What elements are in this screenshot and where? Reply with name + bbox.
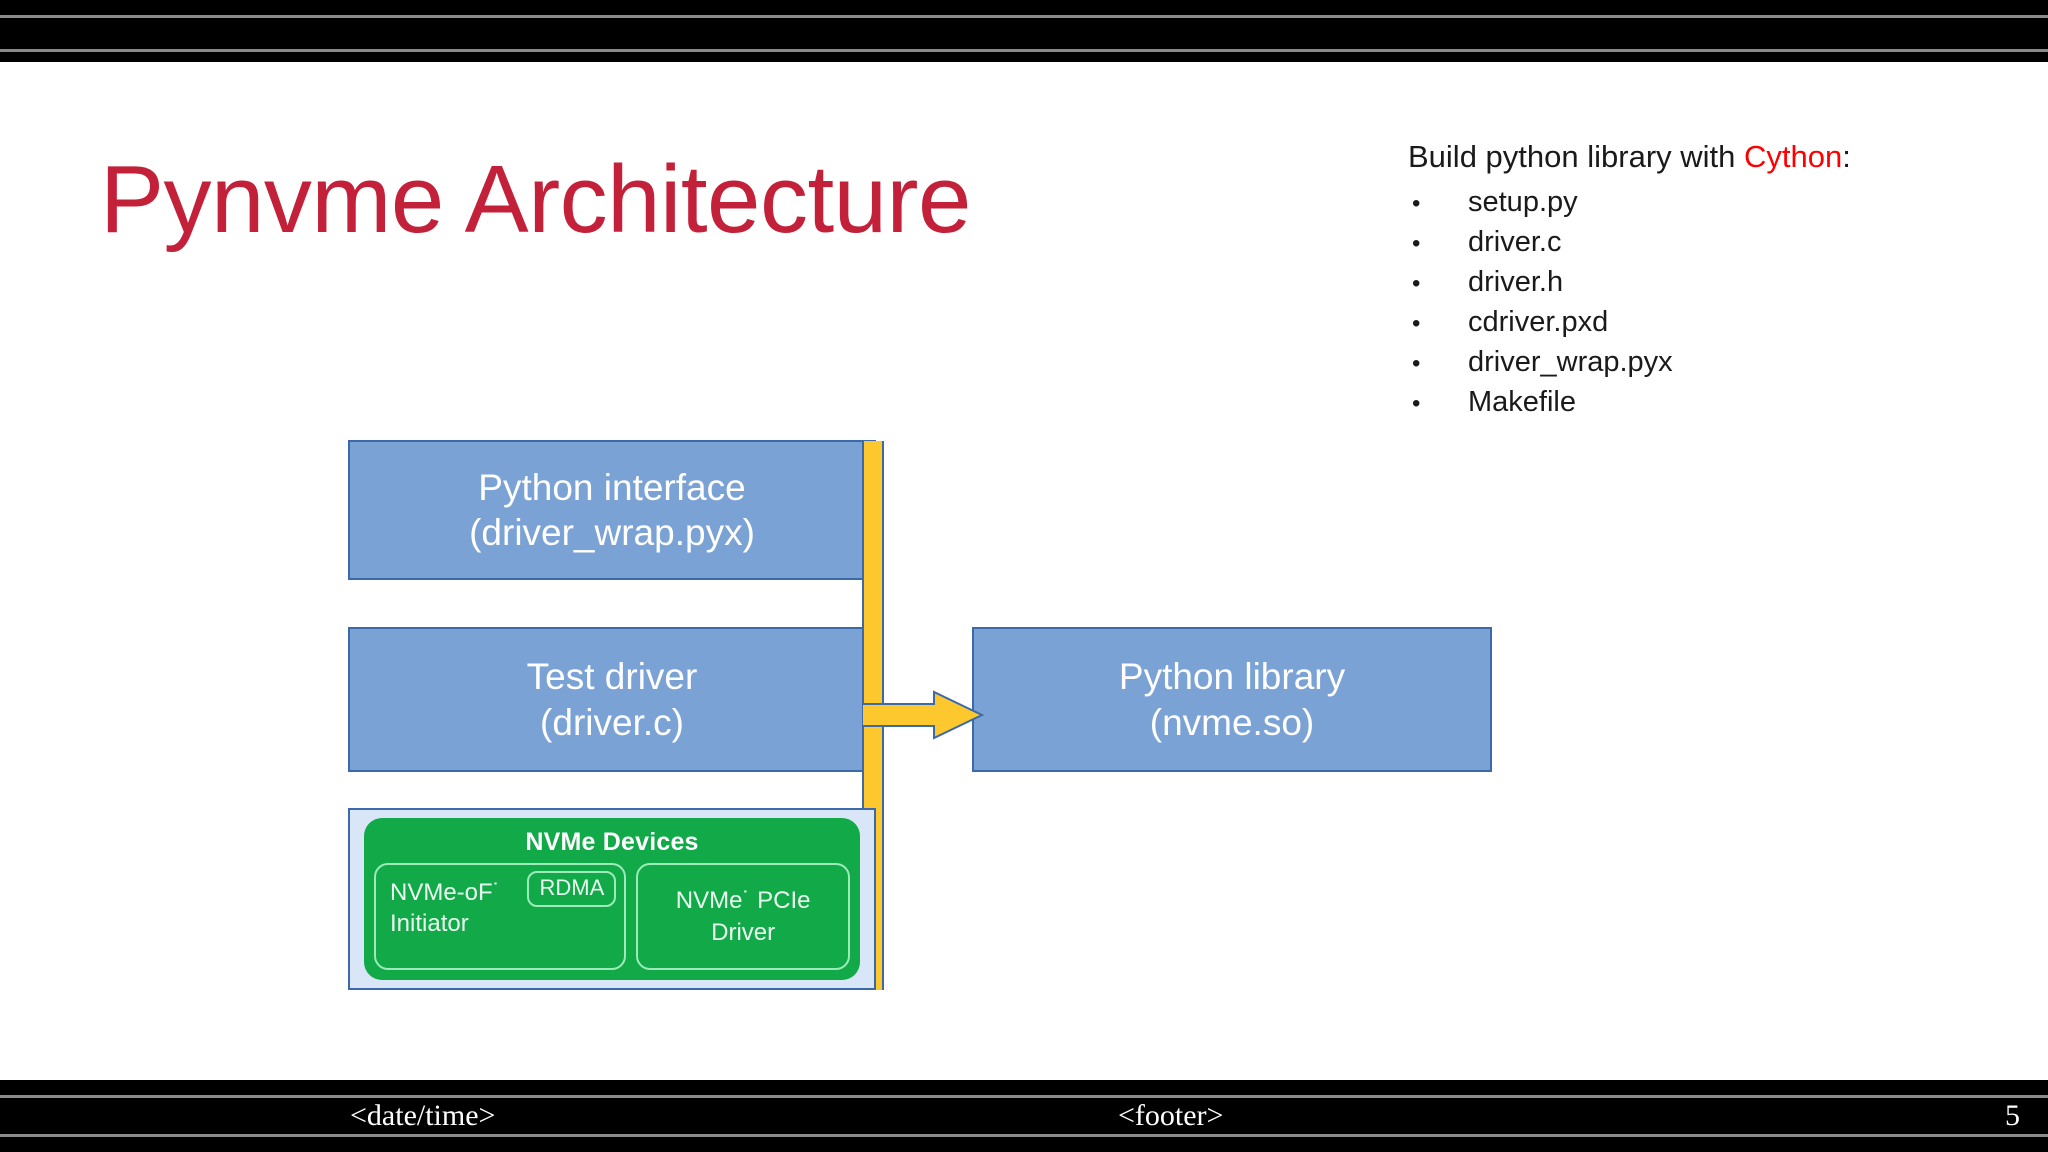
note-item-label: setup.py [1468,185,1578,218]
note-list-item: • setup.py [1408,183,2008,223]
footer-bar-divider-1 [0,1095,2048,1098]
diagram-box-test-driver: Test driver (driver.c) [348,627,876,772]
bullet-icon: • [1412,349,1421,377]
top-bar-1 [0,0,2048,15]
nvme-initiator-line-2: Initiator [390,910,469,938]
build-note-heading-prefix: Build python library with [1408,139,1744,174]
box-line-2: (driver.c) [540,701,684,743]
bullet-icon: • [1412,229,1421,257]
footer-bar-1 [0,1080,2048,1095]
footer-bar: <date/time> <footer> 5 [0,1080,2048,1152]
bullet-icon: • [1412,189,1421,217]
nvme-pcie-line-2: Driver [711,918,776,946]
build-note-heading-highlight: Cython [1744,139,1843,174]
nvme-subbox-initiator: NVMe-oF˙ Initiator RDMA [374,863,627,970]
diagram-box-python-library: Python library (nvme.so) [972,627,1492,772]
diagram-box-nvme-devices: NVMe Devices NVMe-oF˙ Initiator RDMA NVM… [348,808,876,990]
footer-bar-2 [0,1137,2048,1152]
page-title: Pynvme Architecture [100,146,971,253]
top-bar-divider-1 [0,15,2048,18]
build-note-block: Build python library with Cython: • setu… [1408,138,2008,423]
footer-center-placeholder: <footer> [1118,1099,1224,1132]
bullet-icon: • [1412,389,1421,417]
top-bar-divider-2 [0,49,2048,52]
box-line-2: (nvme.so) [1149,701,1315,743]
build-note-heading: Build python library with Cython: [1408,138,2008,177]
nvme-panel-title: NVMe Devices [525,828,699,856]
build-note-heading-suffix: : [1842,139,1851,174]
note-item-label: Makefile [1468,385,1576,418]
note-list-item: • driver_wrap.pyx [1408,343,2008,383]
note-item-label: driver.h [1468,265,1564,298]
note-item-label: cdriver.pxd [1468,305,1609,338]
note-list-item: • driver.h [1408,263,2008,303]
nvme-green-panel: NVMe Devices NVMe-oF˙ Initiator RDMA NVM… [364,818,860,980]
diagram-box-python-interface: Python interface (driver_wrap.pyx) [348,440,876,580]
rdma-badge: RDMA [527,871,617,907]
nvme-subbox-row: NVMe-oF˙ Initiator RDMA NVMe˙ PCIe Drive… [374,863,850,970]
top-bar-3 [0,52,2048,62]
note-item-label: driver.c [1468,225,1562,258]
bullet-icon: • [1412,269,1421,297]
nvme-subbox-pcie-driver: NVMe˙ PCIe Driver [636,863,850,970]
box-line-1: Python interface [478,466,746,508]
top-decorative-bars [0,0,2048,62]
footer-text-row: <date/time> <footer> 5 [0,1098,2048,1134]
footer-date-placeholder: <date/time> [350,1099,496,1132]
footer-bar-divider-2 [0,1134,2048,1137]
box-line-1: Python library [1118,656,1346,698]
box-line-2: (driver_wrap.pyx) [469,512,755,553]
top-bar-2 [0,18,2048,49]
note-item-label: driver_wrap.pyx [1468,345,1673,378]
nvme-pcie-line-1: NVMe˙ PCIe [675,887,811,915]
bullet-icon: • [1412,309,1421,337]
connector-arrow-icon [862,690,984,740]
note-list-item: • cdriver.pxd [1408,303,2008,343]
note-list-item: • driver.c [1408,223,2008,263]
nvme-initiator-line-1: NVMe-oF˙ [390,879,501,906]
note-list-item: • Makefile [1408,383,2008,423]
box-line-1: Test driver [526,656,698,698]
footer-page-number: 5 [2005,1099,2020,1132]
footer-strip [0,1098,2048,1134]
